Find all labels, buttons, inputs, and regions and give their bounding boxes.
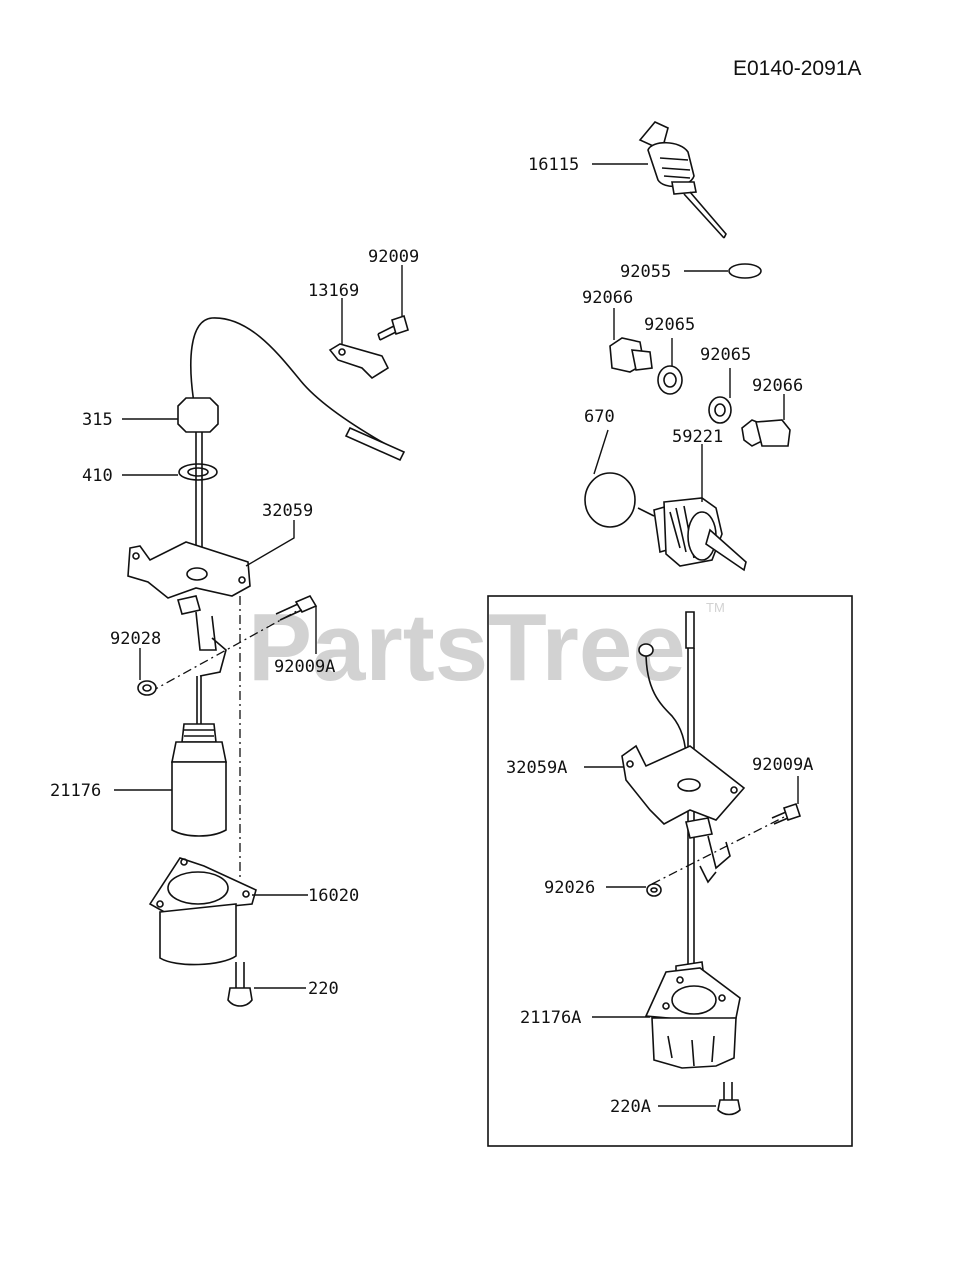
part-13169-clamp — [328, 343, 390, 380]
label-32059: 32059 — [262, 501, 313, 521]
part-220-bolt — [227, 962, 253, 1007]
label-92066-right: 92066 — [752, 376, 803, 396]
part-32059A-bracket — [621, 744, 746, 839]
label-92065-right: 92065 — [700, 345, 751, 365]
part-92026-washer — [646, 883, 662, 897]
variant-assembly-frame — [487, 595, 853, 1147]
label-13169: 13169 — [308, 281, 359, 301]
part-670-diaphragm — [584, 472, 636, 528]
parts-tree-watermark: PartsTree TM — [248, 594, 725, 701]
label-670: 670 — [584, 407, 615, 427]
label-220A: 220A — [610, 1097, 651, 1117]
label-92055: 92055 — [620, 262, 671, 282]
label-59221: 59221 — [672, 427, 723, 447]
part-410-washer — [178, 463, 218, 481]
part-92009A-bolt — [275, 594, 318, 621]
label-21176: 21176 — [50, 781, 101, 801]
label-32059A: 32059A — [506, 758, 567, 778]
label-21176A: 21176A — [520, 1008, 581, 1028]
label-92009A: 92009A — [274, 657, 335, 677]
part-32059-bracket — [127, 541, 251, 615]
part-92009-bolt — [377, 314, 409, 341]
part-92028-washer — [137, 680, 157, 696]
part-21176A-solenoid — [644, 961, 741, 1069]
part-sensor-wire — [190, 317, 406, 462]
label-315: 315 — [82, 410, 113, 430]
label-92028: 92028 — [110, 629, 161, 649]
watermark-trademark: TM — [706, 600, 725, 615]
part-16115-dipstick — [638, 121, 727, 239]
part-59221-pressure-switch — [637, 497, 747, 572]
part-92009A-bolt-variant — [771, 802, 802, 825]
label-92009A-variant: 92009A — [752, 755, 813, 775]
label-92009: 92009 — [368, 247, 419, 267]
label-92026: 92026 — [544, 878, 595, 898]
part-220A-bolt — [717, 1082, 741, 1116]
part-16020-cover — [148, 857, 257, 966]
diagram-code: E0140-2091A — [733, 57, 861, 80]
watermark-text: PartsTree — [248, 594, 686, 701]
part-21176-solenoid — [171, 723, 227, 837]
part-92065-washer-left — [657, 365, 683, 395]
part-92066-plug-left — [609, 337, 653, 373]
label-92066-left: 92066 — [582, 288, 633, 308]
part-92065-washer-right — [708, 396, 732, 424]
label-16115: 16115 — [528, 155, 579, 175]
label-410: 410 — [82, 466, 113, 486]
label-92065-left: 92065 — [644, 315, 695, 335]
part-92066-plug-right — [741, 419, 791, 447]
label-220: 220 — [308, 979, 339, 999]
part-315-nut — [177, 397, 219, 433]
part-92055-oring — [728, 263, 762, 279]
label-16020: 16020 — [308, 886, 359, 906]
